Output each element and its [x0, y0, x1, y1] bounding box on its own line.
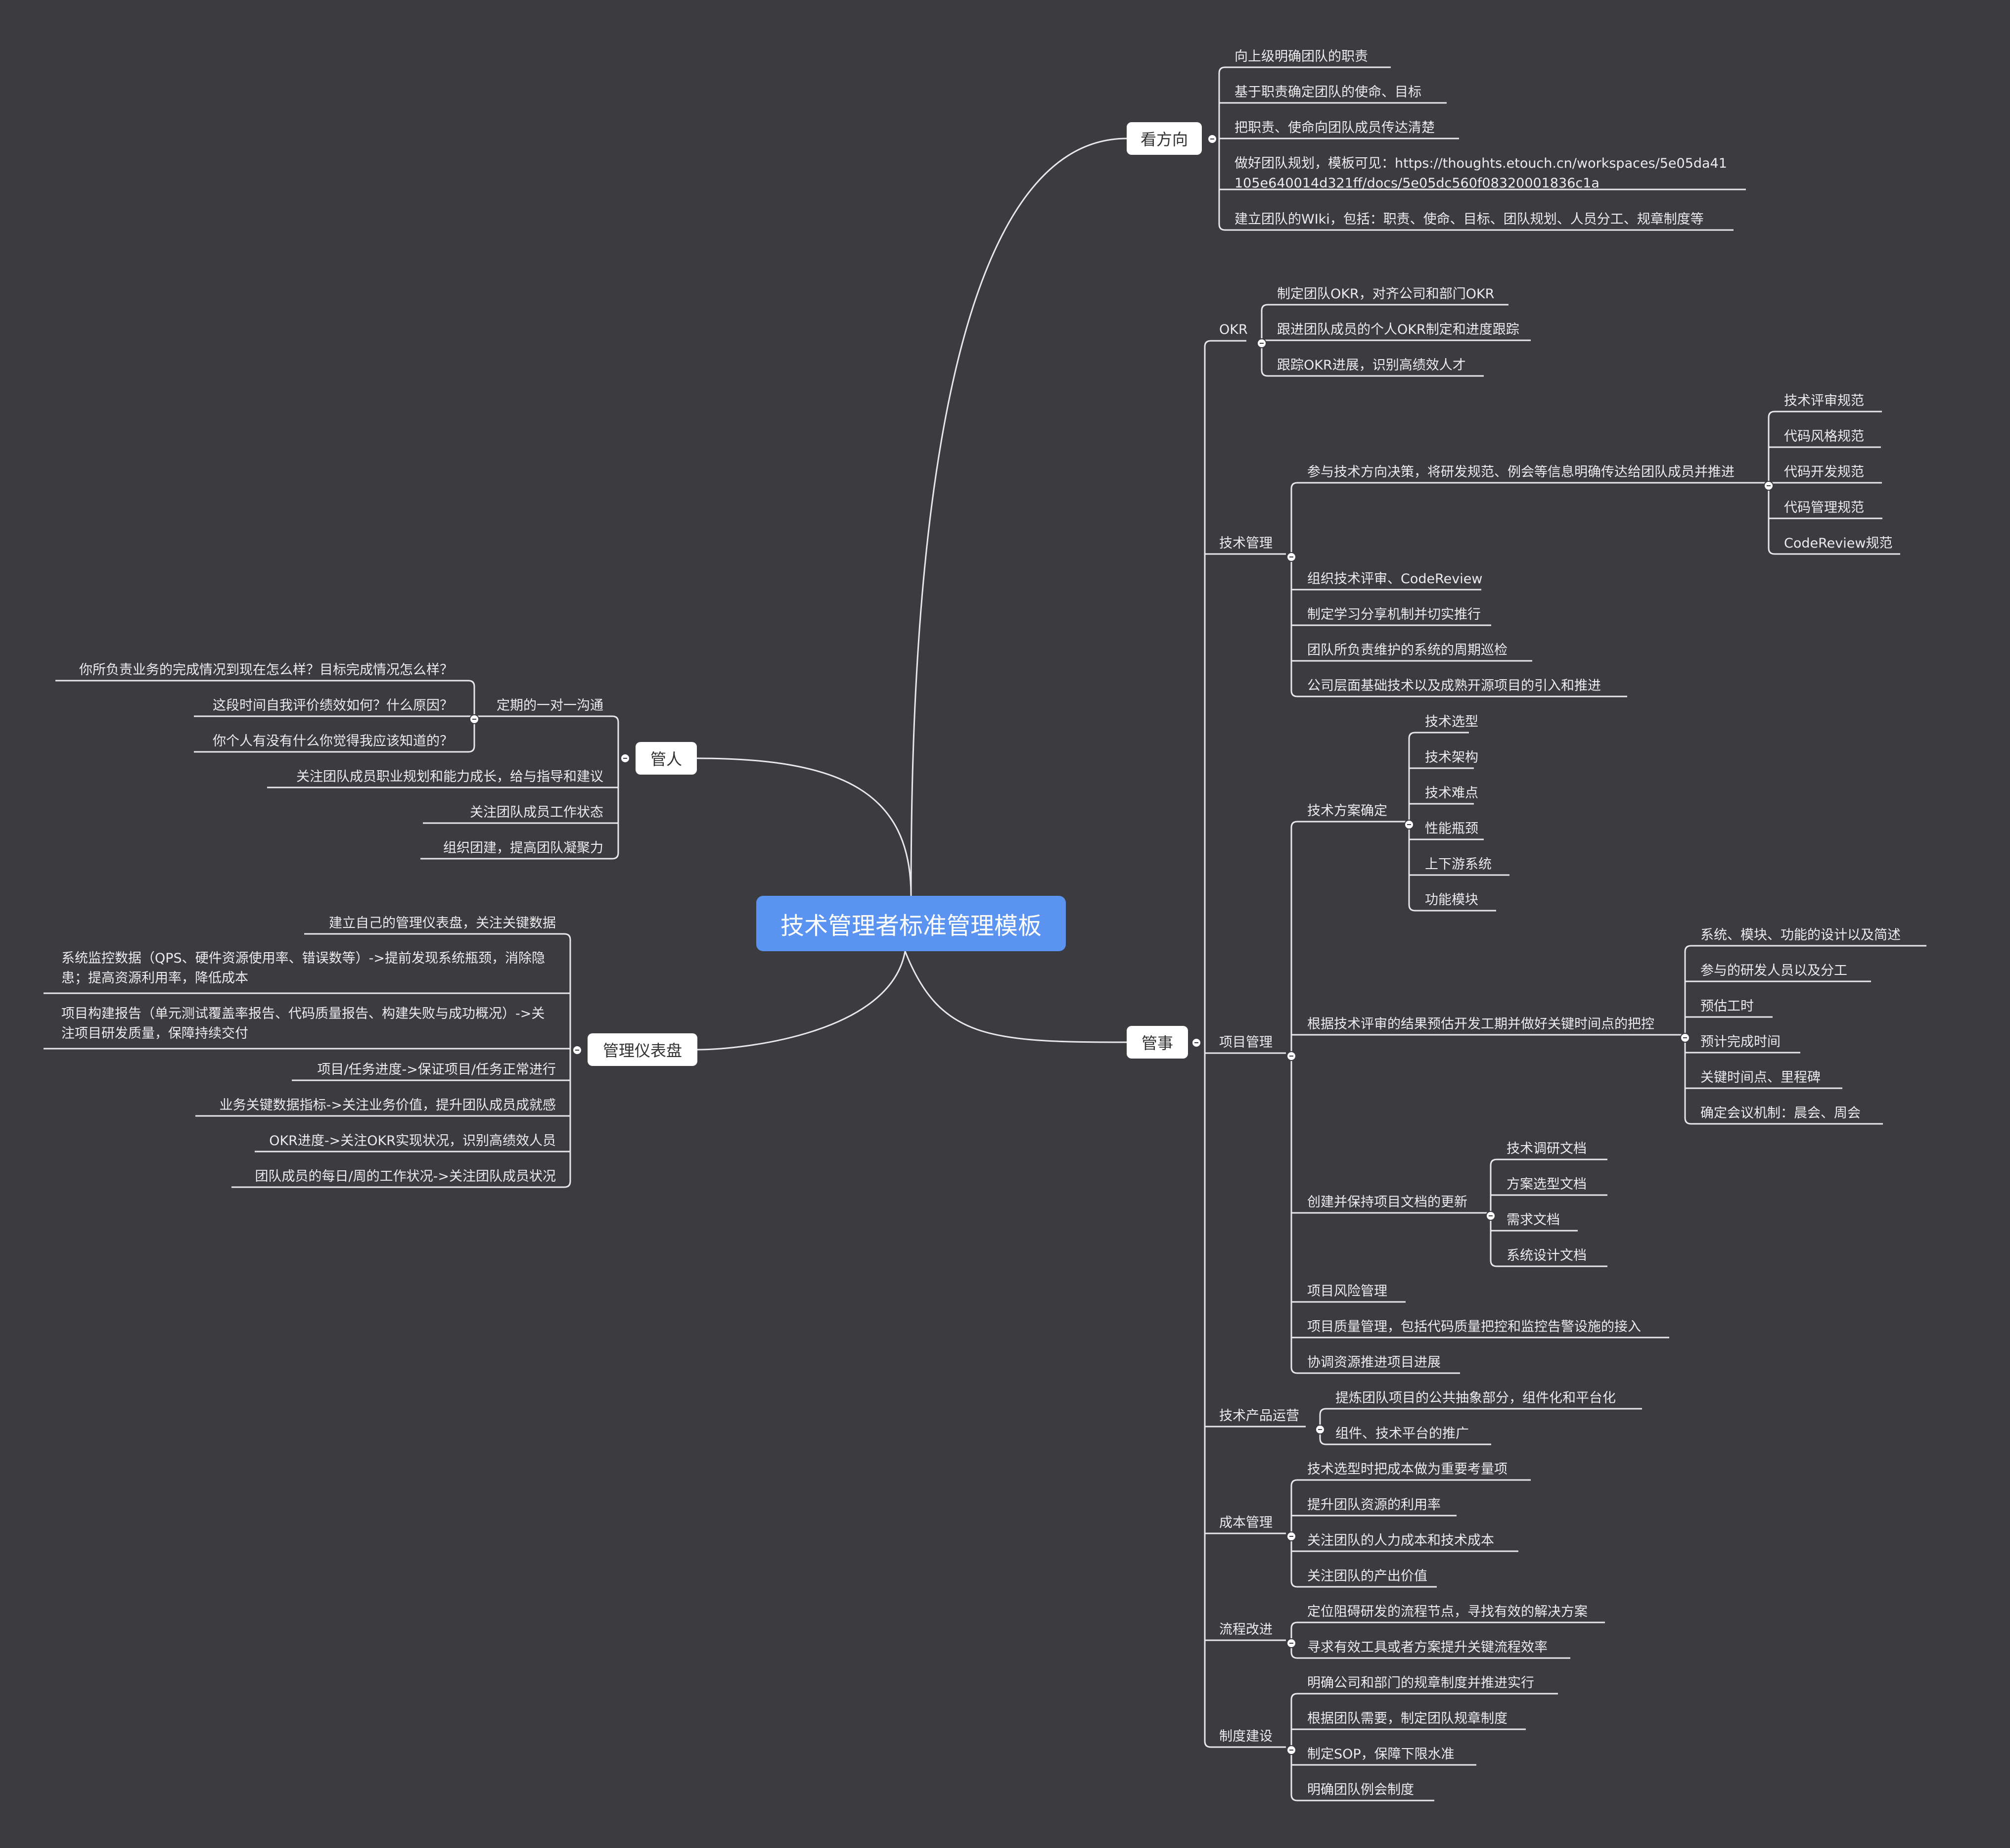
- collapse-toggle-icon[interactable]: [572, 1045, 582, 1055]
- plan-item[interactable]: 上下游系统: [1425, 857, 1492, 872]
- spec-item[interactable]: 技术评审规范: [1784, 393, 1864, 409]
- docs-item[interactable]: 方案选型文档: [1507, 1177, 1587, 1192]
- question-item[interactable]: 你所负责业务的完成情况到现在怎么样？目标完成情况怎么样？: [79, 662, 453, 678]
- one-on-one[interactable]: 定期的一对一沟通: [497, 698, 603, 713]
- people-item[interactable]: 关注团队成员工作状态: [470, 805, 603, 820]
- dashboard-item[interactable]: 团队成员的每日/周的工作状况->关注团队成员状况: [255, 1169, 556, 1184]
- dashboard-item[interactable]: 建立自己的管理仪表盘，关注关键数据: [329, 916, 556, 931]
- plan-item[interactable]: 性能瓶颈: [1425, 821, 1478, 836]
- branch-okr[interactable]: OKR: [1219, 322, 1248, 337]
- dashboard-item[interactable]: 项目构建报告（单元测试覆盖率报告、代码质量报告、构建失败与成功概况）->关注项目…: [61, 1006, 545, 1041]
- collapse-toggle-icon[interactable]: [1680, 1033, 1690, 1043]
- process-item[interactable]: 定位阻碍研发的流程节点，寻找有效的解决方案: [1307, 1604, 1588, 1619]
- collapse-toggle-icon[interactable]: [1486, 1211, 1496, 1221]
- spec-item[interactable]: CodeReview规范: [1784, 536, 1893, 551]
- plan-item[interactable]: 技术选型: [1425, 714, 1478, 730]
- project-item[interactable]: 项目风险管理: [1307, 1284, 1387, 1299]
- product-ops-item[interactable]: 组件、技术平台的推广: [1335, 1426, 1469, 1441]
- root-node[interactable]: 技术管理者标准管理模板: [756, 896, 1066, 951]
- collapse-toggle-icon[interactable]: [469, 714, 479, 724]
- branch-tech-mgmt[interactable]: 技术管理: [1219, 536, 1273, 551]
- tech-mgmt-decision[interactable]: 参与技术方向决策，将研发规范、例会等信息明确传达给团队成员并推进: [1307, 464, 1735, 480]
- spec-item[interactable]: 代码风格规范: [1784, 429, 1864, 444]
- branch-product-ops[interactable]: 技术产品运营: [1219, 1408, 1299, 1424]
- docs-item[interactable]: 技术调研文档: [1507, 1141, 1587, 1156]
- question-item[interactable]: 你个人有没有什么你觉得我应该知道的？: [213, 734, 453, 749]
- node-guanren[interactable]: 管人: [636, 742, 697, 775]
- okr-item[interactable]: 跟踪OKR进展，识别高绩效人才: [1277, 358, 1466, 373]
- schedule-item[interactable]: 关键时间点、里程碑: [1700, 1070, 1821, 1085]
- spec-item[interactable]: 代码管理规范: [1784, 500, 1864, 515]
- kfx-item[interactable]: 把职责、使命向团队成员传达清楚: [1234, 120, 1435, 136]
- collapse-toggle-icon[interactable]: [1315, 1425, 1325, 1434]
- project-item[interactable]: 项目质量管理，包括代码质量把控和监控告警设施的接入: [1307, 1319, 1641, 1335]
- plan-item[interactable]: 技术难点: [1425, 785, 1478, 801]
- tech-mgmt-item[interactable]: 公司层面基础技术以及成熟开源项目的引入和推进: [1307, 678, 1601, 693]
- tech-mgmt-item[interactable]: 制定学习分享机制并切实推行: [1307, 607, 1481, 622]
- tech-mgmt-item[interactable]: 组织技术评审、CodeReview: [1307, 571, 1483, 587]
- schedule-item[interactable]: 参与的研发人员以及分工: [1700, 963, 1847, 978]
- question-item[interactable]: 这段时间自我评价绩效如何？什么原因？: [213, 698, 453, 713]
- schedule-item[interactable]: 系统、模块、功能的设计以及简述: [1700, 927, 1901, 943]
- tech-mgmt-item[interactable]: 团队所负责维护的系统的周期巡检: [1307, 643, 1508, 658]
- dashboard-item[interactable]: OKR进度->关注OKR实现状况，识别高绩效人员: [269, 1133, 556, 1149]
- cost-item[interactable]: 提升团队资源的利用率: [1307, 1497, 1441, 1513]
- branch-cost[interactable]: 成本管理: [1219, 1515, 1273, 1530]
- collapse-toggle-icon[interactable]: [620, 753, 630, 763]
- project-plan[interactable]: 技术方案确定: [1307, 803, 1387, 819]
- collapse-toggle-icon[interactable]: [1286, 1638, 1296, 1648]
- project-docs[interactable]: 创建并保持项目文档的更新: [1307, 1195, 1467, 1210]
- system-item[interactable]: 制定SOP，保障下限水准: [1307, 1747, 1455, 1762]
- people-item[interactable]: 组织团建，提高团队凝聚力: [443, 840, 603, 856]
- collapse-toggle-icon[interactable]: [1404, 820, 1414, 830]
- collapse-toggle-icon[interactable]: [1207, 134, 1217, 144]
- cost-item[interactable]: 关注团队的人力成本和技术成本: [1307, 1533, 1494, 1548]
- collapse-toggle-icon[interactable]: [1286, 1051, 1296, 1061]
- branch-process[interactable]: 流程改进: [1219, 1622, 1273, 1637]
- product-ops-item[interactable]: 提炼团队项目的公共抽象部分，组件化和平台化: [1335, 1390, 1616, 1406]
- system-item[interactable]: 根据团队需要，制定团队规章制度: [1307, 1711, 1508, 1726]
- collapse-toggle-icon[interactable]: [1286, 1531, 1296, 1541]
- dashboard-item[interactable]: 业务关键数据指标->关注业务价值，提升团队成员成就感: [219, 1098, 556, 1113]
- schedule-item[interactable]: 确定会议机制：晨会、周会: [1700, 1106, 1861, 1121]
- collapse-toggle-icon[interactable]: [1286, 1745, 1296, 1755]
- process-item[interactable]: 寻求有效工具或者方案提升关键流程效率: [1307, 1640, 1548, 1655]
- cost-item[interactable]: 关注团队的产出价值: [1307, 1569, 1427, 1584]
- collapse-toggle-icon[interactable]: [1191, 1038, 1201, 1048]
- people-item[interactable]: 关注团队成员职业规划和能力成长，给与指导和建议: [296, 769, 603, 785]
- schedule-item[interactable]: 预估工时: [1700, 999, 1754, 1014]
- node-guanshi[interactable]: 管事: [1127, 1026, 1188, 1059]
- collapse-toggle-icon[interactable]: [1257, 338, 1267, 348]
- kfx-item[interactable]: 向上级明确团队的职责: [1234, 49, 1368, 64]
- project-item[interactable]: 协调资源推进项目进展: [1307, 1355, 1441, 1370]
- system-item[interactable]: 明确公司和部门的规章制度并推进实行: [1307, 1675, 1534, 1691]
- system-item[interactable]: 明确团队例会制度: [1307, 1782, 1414, 1798]
- plan-item[interactable]: 技术架构: [1425, 750, 1478, 765]
- okr-item[interactable]: 制定团队OKR，对齐公司和部门OKR: [1277, 286, 1495, 302]
- node-kanfangxiang[interactable]: 看方向: [1127, 122, 1202, 155]
- kfx-item[interactable]: 基于职责确定团队的使命、目标: [1234, 85, 1421, 100]
- docs-item[interactable]: 系统设计文档: [1507, 1248, 1587, 1263]
- branch-system[interactable]: 制度建设: [1219, 1729, 1273, 1744]
- dashboard-item[interactable]: 项目/任务进度->保证项目/任务正常进行: [317, 1062, 556, 1077]
- okr-item[interactable]: 跟进团队成员的个人OKR制定和进度跟踪: [1277, 322, 1519, 337]
- collapse-toggle-icon[interactable]: [1764, 481, 1774, 491]
- collapse-toggle-icon[interactable]: [1286, 552, 1296, 562]
- plan-item[interactable]: 功能模块: [1425, 892, 1478, 908]
- schedule-item[interactable]: 预计完成时间: [1700, 1034, 1781, 1050]
- docs-item[interactable]: 需求文档: [1507, 1212, 1560, 1228]
- kfx-item[interactable]: 建立团队的WIki，包括：职责、使命、目标、团队规划、人员分工、规章制度等: [1234, 212, 1704, 227]
- node-dashboard[interactable]: 管理仪表盘: [588, 1033, 697, 1066]
- kfx-item[interactable]: 做好团队规划，模板可见：https://thoughts.etouch.cn/w…: [1234, 156, 1727, 191]
- branch-project[interactable]: 项目管理: [1219, 1035, 1273, 1050]
- dashboard-item[interactable]: 系统监控数据（QPS、硬件资源使用率、错误数等）->提前发现系统瓶颈，消除隐患；…: [61, 951, 546, 986]
- project-schedule[interactable]: 根据技术评审的结果预估开发工期并做好关键时间点的把控: [1307, 1016, 1654, 1032]
- cost-item[interactable]: 技术选型时把成本做为重要考量项: [1307, 1462, 1508, 1477]
- spec-item[interactable]: 代码开发规范: [1784, 464, 1864, 480]
